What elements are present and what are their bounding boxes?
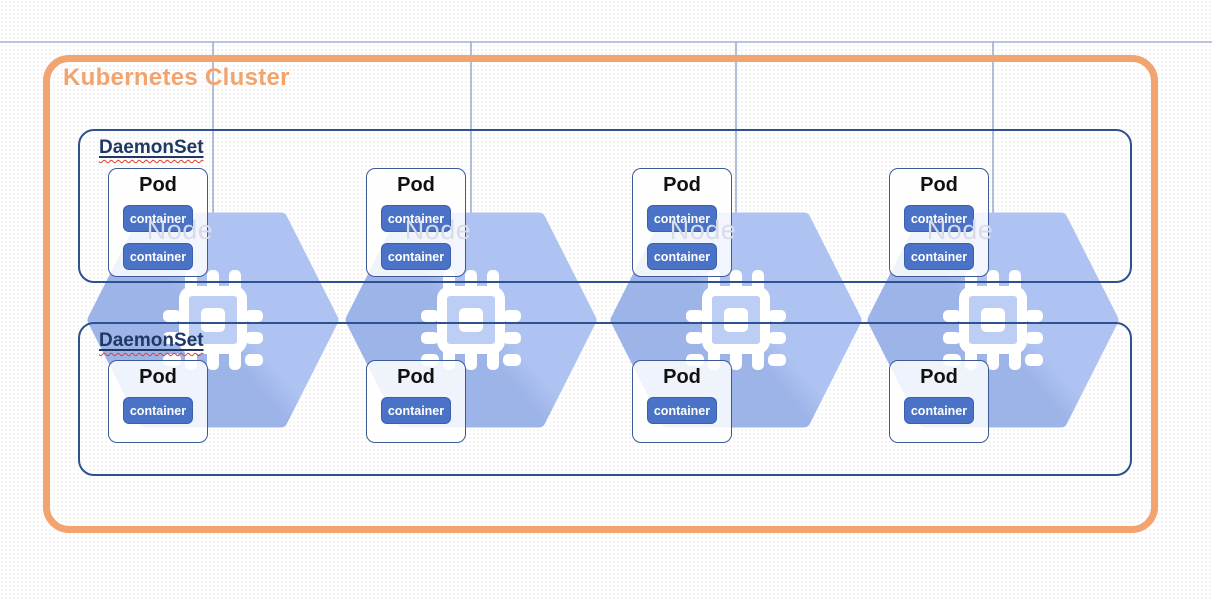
pod-box[interactable]: Pod container container — [366, 168, 466, 277]
pod-title: Pod — [920, 366, 958, 388]
container-chip[interactable]: container — [647, 243, 717, 270]
container-chip[interactable]: container — [904, 205, 974, 232]
container-chip[interactable]: container — [381, 243, 451, 270]
daemonset-2-box[interactable]: DaemonSet Pod container Pod container Po… — [78, 322, 1132, 476]
pod-title: Pod — [663, 174, 701, 196]
vertical-guide-line — [735, 42, 737, 214]
vertical-guide-line — [212, 42, 214, 214]
pod-title: Pod — [397, 174, 435, 196]
container-chip[interactable]: container — [123, 205, 193, 232]
horizontal-guide-line — [0, 41, 1212, 43]
container-chip[interactable]: container — [904, 243, 974, 270]
pod-box[interactable]: Pod container container — [108, 168, 208, 277]
pod-title: Pod — [139, 366, 177, 388]
daemonset-1-box[interactable]: DaemonSet Pod container container Pod co… — [78, 129, 1132, 283]
vertical-guide-line — [992, 42, 994, 214]
container-chip[interactable]: container — [381, 397, 451, 424]
pod-title: Pod — [920, 174, 958, 196]
vertical-guide-line — [470, 42, 472, 214]
cluster-boundary[interactable] — [43, 55, 1158, 533]
pod-title: Pod — [663, 366, 701, 388]
pod-box[interactable]: Pod container container — [889, 168, 989, 277]
pod-box[interactable]: Pod container — [889, 360, 989, 443]
daemonset-1-label: DaemonSet — [99, 137, 204, 158]
container-chip[interactable]: container — [904, 397, 974, 424]
container-chip[interactable]: container — [647, 205, 717, 232]
pod-box[interactable]: Pod container — [366, 360, 466, 443]
container-chip[interactable]: container — [647, 397, 717, 424]
pod-title: Pod — [139, 174, 177, 196]
daemonset-2-label: DaemonSet — [99, 330, 204, 351]
container-chip[interactable]: container — [123, 397, 193, 424]
pod-title: Pod — [397, 366, 435, 388]
pod-box[interactable]: Pod container — [632, 360, 732, 443]
pod-box[interactable]: Pod container — [108, 360, 208, 443]
cluster-title: Kubernetes Cluster — [63, 64, 290, 91]
container-chip[interactable]: container — [123, 243, 193, 270]
pod-box[interactable]: Pod container container — [632, 168, 732, 277]
container-chip[interactable]: container — [381, 205, 451, 232]
